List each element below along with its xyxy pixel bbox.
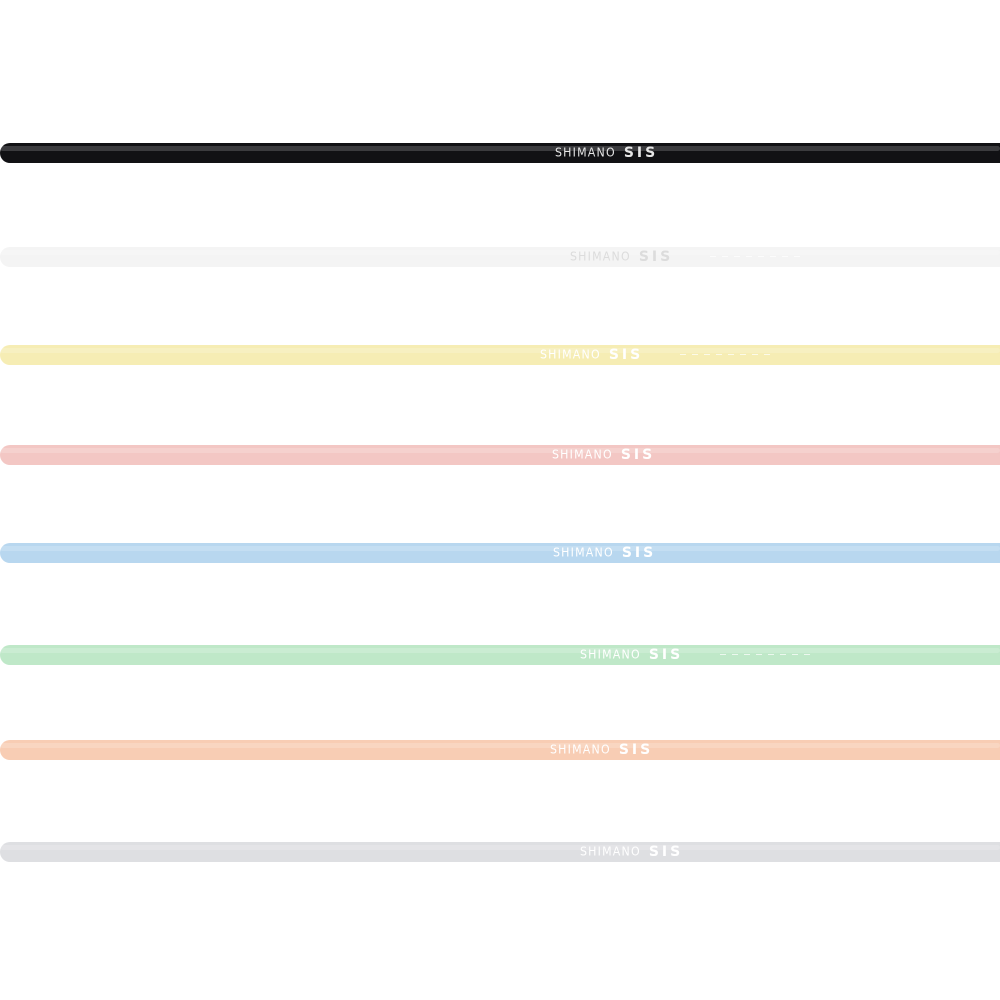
cable-yellow: SHIMANO SIS — [0, 345, 1000, 365]
cable-green: SHIMANO SIS — [0, 645, 1000, 665]
cable-logo: SHIMANO SIS — [550, 740, 653, 760]
model-label: SIS — [623, 145, 659, 161]
model-label: SIS — [648, 844, 684, 860]
cable-logo: SHIMANO SIS — [555, 143, 658, 163]
cable-dash-marks — [680, 354, 770, 355]
model-label: SIS — [620, 447, 656, 463]
cable-logo: SHIMANO SIS — [552, 445, 655, 465]
cable-silver: SHIMANO SIS — [0, 842, 1000, 862]
brand-label: SHIMANO — [553, 544, 614, 560]
brand-label: SHIMANO — [540, 346, 601, 362]
cable-black: SHIMANO SIS — [0, 143, 1000, 163]
brand-label: SHIMANO — [555, 144, 616, 160]
brand-label: SHIMANO — [570, 248, 631, 264]
cable-dash-marks — [710, 256, 800, 257]
cable-logo: SHIMANO SIS — [553, 543, 656, 563]
brand-label: SHIMANO — [550, 741, 611, 757]
cable-logo: SHIMANO SIS — [540, 345, 643, 365]
model-label: SIS — [618, 742, 654, 758]
brand-label: SHIMANO — [580, 646, 641, 662]
model-label: SIS — [608, 347, 644, 363]
cable-logo: SHIMANO SIS — [570, 247, 673, 267]
cable-dash-marks — [720, 654, 810, 655]
cable-white: SHIMANO SIS — [0, 247, 1000, 267]
model-label: SIS — [638, 249, 674, 265]
cable-blue: SHIMANO SIS — [0, 543, 1000, 563]
brand-label: SHIMANO — [580, 843, 641, 859]
cable-pink: SHIMANO SIS — [0, 445, 1000, 465]
cable-logo: SHIMANO SIS — [580, 645, 683, 665]
cable-orange: SHIMANO SIS — [0, 740, 1000, 760]
brand-label: SHIMANO — [552, 446, 613, 462]
model-label: SIS — [648, 647, 684, 663]
model-label: SIS — [621, 545, 657, 561]
cable-logo: SHIMANO SIS — [580, 842, 683, 862]
